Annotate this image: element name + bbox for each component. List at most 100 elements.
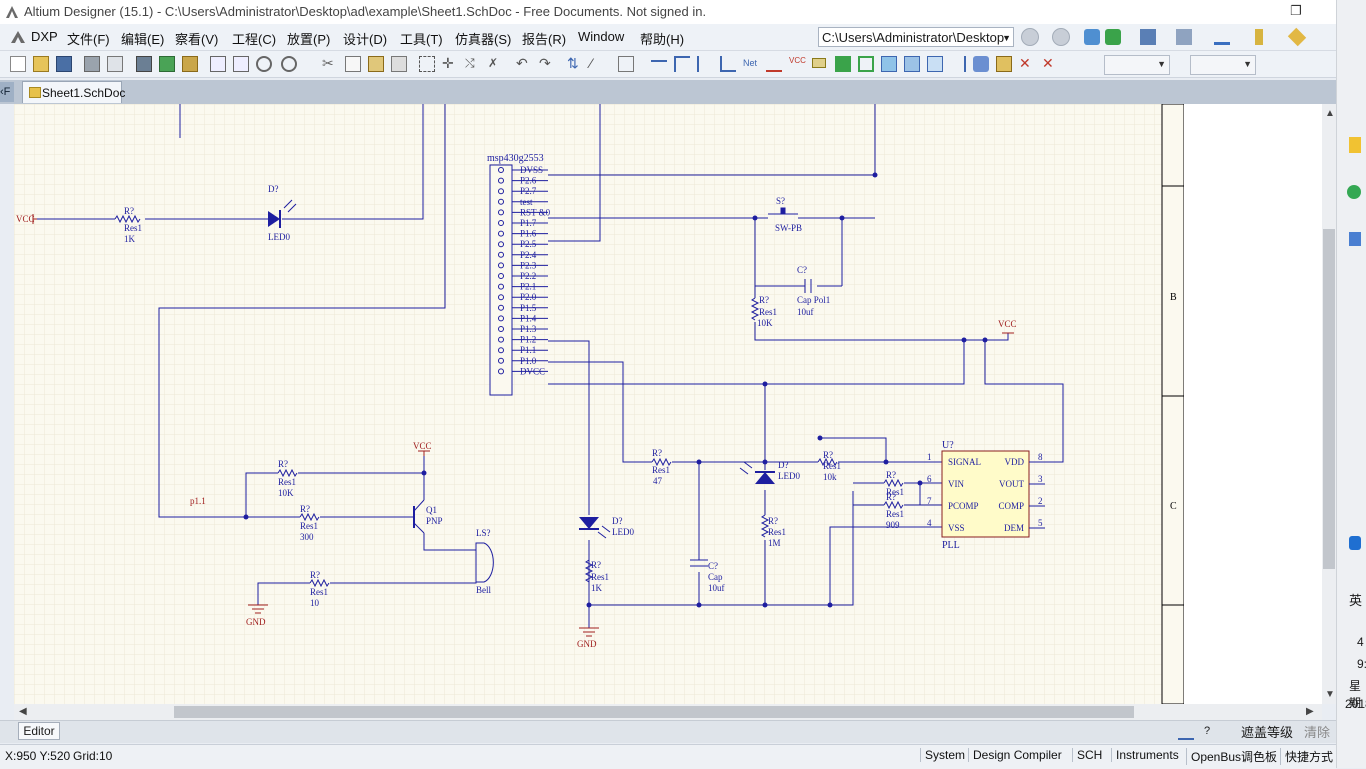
clear-filter-icon[interactable]: ✗ [488, 56, 499, 70]
browse-icon[interactable] [618, 56, 634, 72]
clear-button[interactable]: 清除 [1304, 725, 1331, 740]
part-icon[interactable] [973, 56, 989, 72]
device-sheet-icon[interactable] [881, 56, 897, 72]
rubber-stamp-icon[interactable] [391, 56, 407, 72]
menu-dxp[interactable]: DXP [31, 29, 58, 44]
menu-tools[interactable]: 工具(T) [400, 32, 443, 47]
probe-icon[interactable]: ⁄ [590, 55, 593, 71]
select-area-icon[interactable] [419, 56, 435, 72]
sheet-symbol-icon[interactable] [835, 56, 851, 72]
save-icon[interactable] [56, 56, 72, 72]
r47-value: 47 [653, 476, 663, 486]
wire-icon[interactable] [651, 60, 667, 66]
scroll-left-icon[interactable]: ◀ [19, 706, 27, 717]
forward-icon[interactable] [1052, 28, 1070, 46]
cut-icon[interactable]: ✂ [322, 55, 334, 71]
no-erc-icon[interactable]: ✕ [1019, 55, 1031, 71]
vertical-scroll-thumb[interactable] [1323, 229, 1335, 569]
undo-icon[interactable]: ↶ [516, 55, 528, 71]
directive-icon[interactable] [996, 56, 1012, 72]
scroll-up-icon[interactable]: ▲ [1325, 108, 1335, 119]
path-combo[interactable]: C:\Users\Administrator\Desktop▼ [818, 27, 1014, 47]
sheet-entry-icon[interactable] [858, 56, 874, 72]
menu-help[interactable]: 帮助(H) [640, 32, 685, 47]
menu-file[interactable]: 文件(F) [67, 32, 110, 47]
panel-pin[interactable]: ‹F [0, 82, 14, 102]
back-icon[interactable] [1021, 28, 1039, 46]
menu-design[interactable]: 设计(D) [343, 32, 388, 47]
menu-window[interactable]: Window [578, 29, 625, 44]
pencil-icon[interactable] [1178, 724, 1194, 740]
mcu-pin-marker [498, 241, 504, 248]
home-icon[interactable] [1084, 29, 1100, 45]
no-connect-icon[interactable]: ✕ [1042, 55, 1054, 71]
zoom-select-icon[interactable] [256, 56, 272, 72]
layers-icon[interactable] [136, 56, 152, 72]
app-icon[interactable] [1349, 232, 1361, 246]
status-openbus-button[interactable]: OpenBus调色板 [1186, 748, 1281, 765]
move-icon[interactable]: ✛ [442, 55, 454, 71]
menu-edit[interactable]: 编辑(E) [121, 32, 165, 47]
chrome-icon[interactable] [1347, 185, 1361, 199]
redo-icon[interactable]: ↷ [539, 55, 551, 71]
menu-view[interactable]: 察看(V) [175, 32, 219, 47]
status-sch-button[interactable]: SCH [1072, 748, 1106, 762]
deselect-icon[interactable]: ⤭ [465, 56, 475, 70]
library-icon[interactable] [182, 56, 198, 72]
refresh-icon[interactable] [1105, 29, 1121, 45]
ime-indicator[interactable]: 英 [1349, 593, 1363, 608]
horizontal-scroll-thumb[interactable] [174, 706, 1134, 718]
marker-icon[interactable] [1255, 29, 1263, 45]
r1-type: Res1 [124, 223, 142, 233]
tab-sheet1[interactable]: Sheet1.SchDoc [22, 81, 125, 103]
menu-simulator[interactable]: 仿真器(S) [455, 32, 512, 47]
power-gnd-icon[interactable] [766, 56, 782, 72]
vertical-scrollbar[interactable]: ▲ ▼ [1322, 104, 1336, 704]
zoom-icon[interactable] [281, 56, 297, 72]
port-icon[interactable] [812, 58, 826, 68]
harness-entry-icon[interactable] [927, 56, 943, 72]
board-icon[interactable] [159, 56, 175, 72]
ground-icon[interactable] [1214, 29, 1230, 45]
bus-icon[interactable] [674, 56, 690, 72]
status-instruments-button[interactable]: Instruments [1111, 748, 1183, 762]
harness-connector-icon[interactable] [904, 56, 920, 72]
mask-level-button[interactable]: 遮盖等级 [1241, 725, 1294, 740]
open-icon[interactable] [33, 56, 49, 72]
copy-icon[interactable] [345, 56, 361, 72]
zone-b-label: B [1170, 292, 1177, 303]
print-icon[interactable] [84, 56, 100, 72]
folder-icon[interactable] [1349, 137, 1361, 153]
zoom-area-icon[interactable] [233, 56, 249, 72]
wiring-icon[interactable] [1140, 29, 1156, 45]
paste-icon[interactable] [368, 56, 384, 72]
d3-type: LED0 [778, 471, 800, 481]
signal-harness-icon[interactable] [950, 56, 966, 72]
status-design-compiler-button[interactable]: Design Compiler [968, 748, 1066, 762]
scroll-right-icon[interactable]: ▶ [1306, 706, 1314, 717]
status-system-button[interactable]: System [920, 748, 969, 762]
new-icon[interactable] [10, 56, 26, 72]
hierarchy-icon[interactable]: ⇅ [567, 55, 579, 71]
horizontal-scrollbar[interactable]: ◀ ▶ [14, 704, 1322, 720]
bus-entry-icon[interactable] [697, 56, 713, 72]
restore-button[interactable]: ❐ [1290, 3, 1302, 18]
print-preview-icon[interactable] [107, 56, 123, 72]
filter-combo-1[interactable]: ▼ [1104, 55, 1170, 75]
harness-icon[interactable] [720, 56, 736, 72]
help-icon[interactable]: ? [1204, 725, 1211, 737]
menu-reports[interactable]: 报告(R) [522, 32, 567, 47]
menu-project[interactable]: 工程(C) [232, 32, 277, 47]
mcu-pin-marker [498, 220, 504, 226]
zoom-fit-icon[interactable] [210, 56, 226, 72]
align-icon[interactable] [1176, 29, 1192, 45]
junctions [243, 172, 988, 608]
filter-combo-2[interactable]: ▼ [1190, 55, 1256, 75]
schematic-canvas[interactable]: B C [14, 104, 1322, 704]
net-label-icon[interactable]: Net [743, 58, 758, 68]
editor-tab[interactable]: Editor [18, 722, 60, 740]
menu-place[interactable]: 放置(P) [287, 32, 331, 47]
status-shortcuts-button[interactable]: 快捷方式 [1280, 748, 1337, 765]
scroll-down-icon[interactable]: ▼ [1325, 689, 1335, 700]
power-vcc-icon[interactable]: VCC [789, 56, 806, 65]
